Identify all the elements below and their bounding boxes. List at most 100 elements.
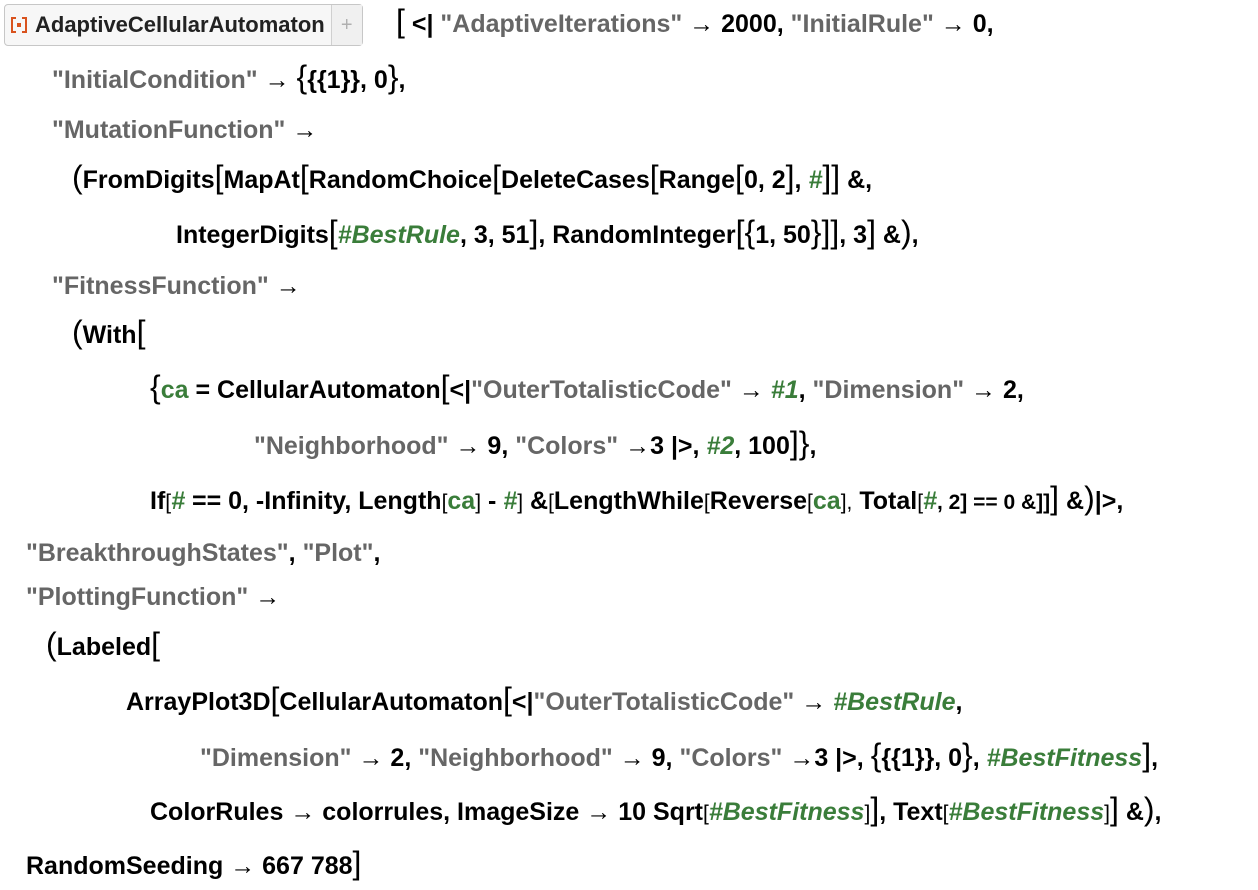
code-token: "AdaptiveIterations" [440,10,683,38]
code-token: ] [517,491,524,514]
code-line-7: (With[ [72,315,145,352]
code-token: [ [151,626,161,662]
code-token: &, [847,166,873,194]
code-token: CellularAutomaton [279,688,504,716]
code-token: → [625,432,651,460]
code-token: ( [46,626,57,662]
expand-plus-button[interactable]: + [330,5,362,45]
code-token: , [879,798,887,826]
code-token: [ [503,681,512,717]
code-token: ) [1143,791,1155,827]
code-token: #BestFitness [948,798,1105,826]
code-line-4: (FromDigits[MapAt[RandomChoice[DeleteCas… [72,160,872,197]
code-line-16: ColorRules → colorrules, ImageSize → 10 … [150,792,1162,831]
code-token: , 3, 51 [459,221,530,249]
code-token: , [1116,487,1124,515]
code-line-13: (Labeled[ [46,627,160,664]
code-token: , 100 [734,432,790,460]
code-token: "OuterTotalisticCode" [471,376,732,404]
code-token: - [488,487,497,515]
code-token: ca [160,376,189,404]
code-token: ] [352,845,362,881]
code-token: DeleteCases [501,166,650,194]
code-token: → [230,852,256,880]
code-token: , [692,432,700,460]
code-token: |> [835,744,857,772]
code-token: FromDigits [82,166,215,194]
code-token: , [856,744,864,772]
code-token: } [962,737,973,773]
code-token: [ [299,159,309,195]
code-token: → [292,116,318,144]
code-token: ColorRules [150,798,284,826]
code-token: [ [703,491,710,514]
code-token: ( [72,314,83,350]
resource-function-box[interactable]: AdaptiveCellularAutomaton + [4,4,363,46]
code-token: [ [735,214,745,250]
code-token: [ [270,681,280,717]
code-token: , 2] == 0 &]] [936,491,1051,514]
code-token: "Dimension" [200,744,352,772]
code-token: 0, 2 [743,166,786,194]
code-token: # [171,487,186,515]
code-token: ]] [822,159,841,195]
code-token: 2, [390,744,412,772]
code-token: ( [72,159,83,195]
resource-function-name: AdaptiveCellularAutomaton [35,12,325,37]
code-token: ] [785,159,795,195]
code-token: [ [548,491,554,514]
code-token: [ [917,491,924,514]
code-token: [ [440,369,450,405]
code-token: 0, [972,10,994,38]
code-token: #BestRule [833,688,956,716]
code-token: If [150,487,166,515]
code-token: 667 788 [262,852,353,880]
code-token: , [288,539,296,567]
code-token: 2, [1002,376,1024,404]
code-token: 2000, [721,10,784,38]
code-token: # [923,487,937,515]
code-token: ] [864,802,871,825]
code-line-17: RandomSeeding → 667 788] [26,846,361,883]
code-line-8: {ca = CellularAutomaton[<|"OuterTotalist… [150,370,1024,407]
code-token: ca [447,487,476,515]
code-token: RandomSeeding [26,852,224,880]
code-token: ] [867,214,876,250]
code-token: # [503,487,518,515]
code-token: , [1151,744,1159,772]
code-token: LengthWhile [553,487,704,515]
code-token: "InitialCondition" [52,66,258,94]
code-token: "Colors" [515,432,619,460]
code-line-15: "Dimension" → 2, "Neighborhood" → 9, "Co… [200,738,1158,775]
code-line-6: "FitnessFunction" → [52,269,301,303]
code-token: & [1066,487,1085,515]
code-token: {{1}}, 0 [881,744,962,772]
code-token: |> [670,432,693,460]
code-token: ca [812,487,841,515]
code-token: Reverse [709,487,808,515]
code-token: 3 [814,744,829,772]
code-token: → [940,10,966,38]
code-token: #1 [770,376,799,404]
code-token: <| [411,10,434,38]
code-token: → [290,798,316,826]
code-token: CellularAutomaton [217,376,441,404]
code-token: #2 [706,432,735,460]
code-token: <| [449,376,472,404]
code-token: [ [942,802,949,825]
code-token: <| [511,688,534,716]
code-line-11: "BreakthroughStates", "Plot", [26,536,380,570]
resource-function-label[interactable]: AdaptiveCellularAutomaton [5,5,331,45]
code-token: { [744,214,756,250]
code-token: [ [396,3,405,39]
code-token: "PlottingFunction" [26,583,249,611]
code-token: → [789,744,815,772]
code-token: RandomInteger [552,221,736,249]
code-token: } [387,59,399,95]
code-token: # [808,166,823,194]
code-token: Total [859,487,918,515]
code-token: [ [165,491,172,514]
code-line-9: "Neighborhood" → 9, "Colors" →3 |>, #2, … [254,426,816,463]
code-token: → [264,66,290,94]
code-token: "Neighborhood" [418,744,613,772]
